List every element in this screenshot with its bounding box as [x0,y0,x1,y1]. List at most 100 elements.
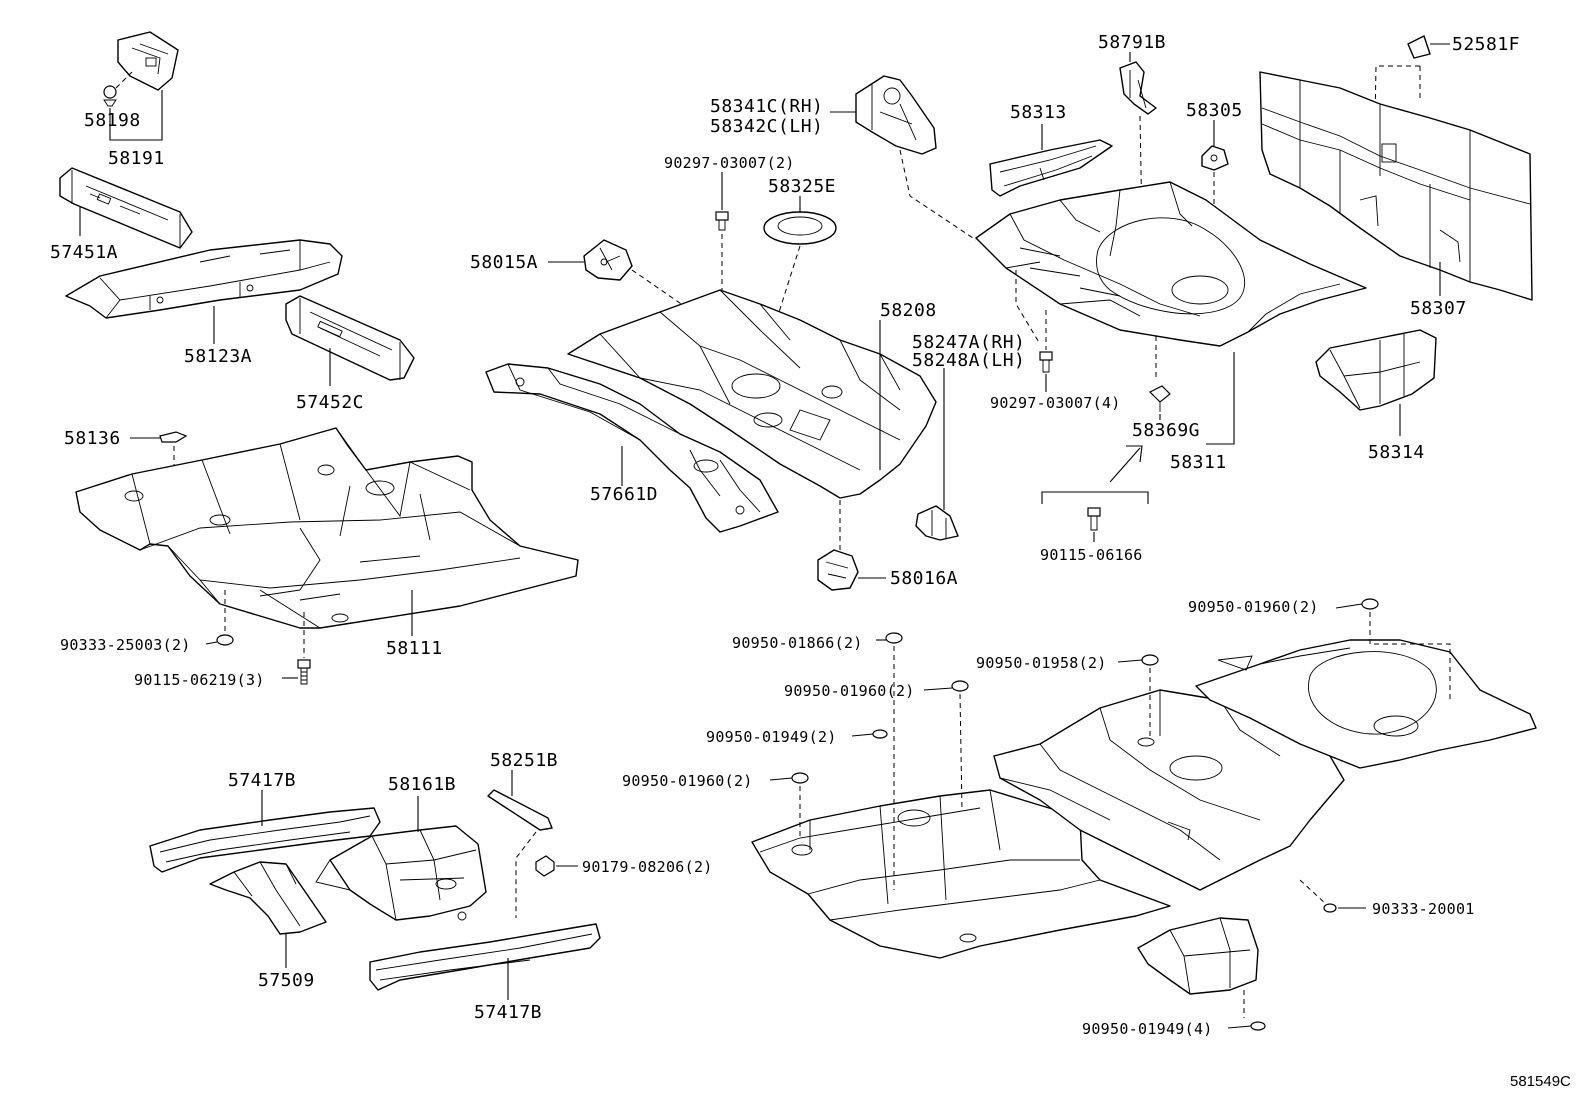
part-90950-01960-grommet-a[interactable] [1361,598,1379,610]
leader-58311 [1206,352,1235,445]
arrow-indicator [1109,445,1143,483]
label-52581F: 52581F [1452,34,1520,55]
leader-90333-25003 [205,641,218,645]
part-57452C-member[interactable] [285,295,415,381]
part-58136-cap[interactable] [159,431,188,443]
part-58208-center-floor[interactable] [567,289,937,499]
label-58313: 58313 [1010,102,1067,123]
label-90297-03007-a: 90297-03007(2) [664,154,795,172]
part-58325E-plug[interactable] [763,211,837,245]
label-90950-01866: 90950-01866(2) [732,634,863,652]
part-58111-front-floor[interactable] [75,427,579,629]
dash-58341C [899,149,977,241]
part-58016A-bracket[interactable] [817,549,859,591]
part-57509-bracket[interactable] [209,861,327,935]
part-90950-01949-grommet-a[interactable] [872,729,888,739]
label-58198: 58198 [84,110,141,131]
label-58111: 58111 [386,638,443,659]
part-90950-01866-grommet[interactable] [885,632,903,644]
leader-90950-01960-c [769,777,793,781]
dash-90950-01960-a [1369,612,1451,700]
part-57417B-lower-sill[interactable] [369,923,601,991]
label-90950-01960-b: 90950-01960(2) [784,682,915,700]
part-57417B-upper-sill[interactable] [149,807,381,873]
part-57661D-member[interactable] [485,363,779,533]
label-58305: 58305 [1186,100,1243,121]
part-58314-bracket[interactable] [1315,329,1437,411]
label-58208: 58208 [880,300,937,321]
part-58305-bracket[interactable] [1201,145,1229,171]
label-90179-08206: 90179-08206(2) [582,858,713,876]
label-58342C: 58342C(LH) [710,116,823,137]
part-90950-01960-grommet-b[interactable] [951,680,969,692]
part-58247A-bracket[interactable] [915,505,959,541]
leader-58191 [109,90,163,141]
label-90297-03007-b: 90297-03007(4) [990,394,1121,412]
part-58123A-member[interactable] [65,239,343,319]
label-58015A: 58015A [470,252,538,273]
label-58307: 58307 [1410,298,1467,319]
label-58248A: 58248A(LH) [912,350,1025,371]
label-90115-06219: 90115-06219(3) [134,671,265,689]
dash-58015A [631,269,691,311]
part-58251B-plate[interactable] [487,789,553,831]
dash-90179-08206 [515,831,537,918]
label-90115-06166: 90115-06166 [1040,546,1143,564]
part-58161B-member[interactable] [315,825,487,921]
label-58136: 58136 [64,428,121,449]
part-90950-01958-grommet[interactable] [1141,654,1159,666]
part-58369G-clip[interactable] [1148,385,1171,412]
leader-90950-01960-b [923,687,953,691]
label-57509: 57509 [258,970,315,991]
part-58311-rear-floor[interactable] [975,181,1367,347]
part-58198-clip[interactable] [103,71,133,107]
leader-90950-01960-a [1335,603,1363,609]
label-58791B: 58791B [1098,32,1166,53]
label-58016A: 58016A [890,568,958,589]
dash-90950-01960-b [959,693,963,811]
label-58161B: 58161B [388,774,456,795]
label-58311: 58311 [1170,452,1227,473]
leader-90950-01949-a [851,733,874,737]
part-90297-03007-bolt-b[interactable] [1039,351,1053,373]
part-90950-01949-grommet-b[interactable] [1250,1021,1266,1031]
part-rear-bracket[interactable] [1137,917,1259,995]
dash-58311 [1015,270,1041,345]
label-90950-01949-a: 90950-01949(2) [706,728,837,746]
label-57661D: 57661D [590,484,658,505]
part-58191-bracket[interactable] [117,31,179,91]
part-58015A-bracket[interactable] [583,239,633,281]
label-90950-01960-c: 90950-01960(2) [622,772,753,790]
label-58369G: 58369G [1132,420,1200,441]
part-90297-03007-bolt-a[interactable] [715,211,729,231]
label-58314: 58314 [1368,442,1425,463]
part-58307-panel[interactable] [1259,71,1533,301]
part-90950-01960-grommet-c[interactable] [791,772,809,784]
label-57451A: 57451A [50,242,118,263]
part-90333-20001-plug[interactable] [1323,903,1337,913]
label-58341C: 58341C(RH) [710,96,823,117]
part-assembled-floor[interactable] [751,639,1537,959]
label-58247A: 58247A(RH) [912,332,1025,353]
part-58313-member[interactable] [989,139,1113,197]
part-52581F-pad[interactable] [1407,35,1431,59]
label-58191: 58191 [108,148,165,169]
part-90179-08206-nut[interactable] [535,855,555,877]
label-58123A: 58123A [184,346,252,367]
part-57451A-member[interactable] [59,167,193,249]
part-90333-25003-plug[interactable] [216,634,234,646]
label-90950-01958: 90950-01958(2) [976,654,1107,672]
label-90333-25003: 90333-25003(2) [60,636,191,654]
label-57417B-a: 57417B [228,770,296,791]
label-58251B: 58251B [490,750,558,771]
label-90333-20001: 90333-20001 [1372,900,1475,918]
part-58341C-bracket[interactable] [855,75,937,155]
part-90115-06166-bolt[interactable] [1087,507,1101,531]
leader-90115-06166-bracket [1041,491,1149,504]
part-90115-06219-bolt[interactable] [297,659,311,685]
dash-90333-20001 [1299,879,1327,905]
label-90950-01949-b: 90950-01949(4) [1082,1020,1213,1038]
label-57452C: 57452C [296,392,364,413]
part-58791B-bracket[interactable] [1119,61,1157,115]
